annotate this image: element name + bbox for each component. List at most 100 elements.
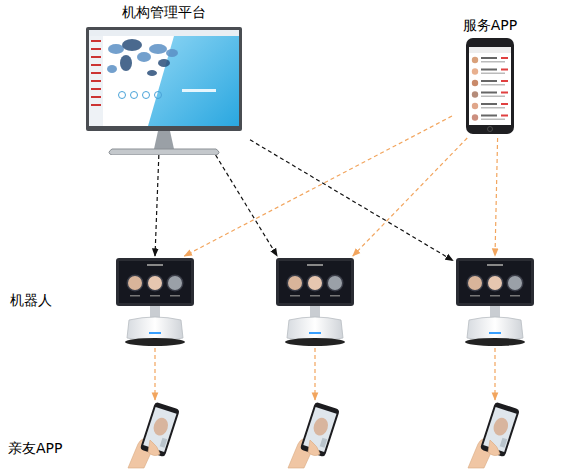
- list-avatar: [472, 91, 478, 97]
- face-ring: [127, 275, 144, 292]
- platform-monitor-art: [82, 23, 246, 155]
- face-name: [290, 295, 300, 297]
- menu-item: [91, 72, 101, 74]
- screen-title-bar: [147, 264, 163, 266]
- list-line: [481, 119, 505, 121]
- list-avatar: [472, 103, 478, 109]
- world-map: [158, 59, 170, 67]
- family-phone: [284, 400, 346, 470]
- phone-screen: [143, 407, 176, 452]
- dashed-arrow: [495, 138, 498, 256]
- video-self: [320, 438, 328, 448]
- list-avatar: [472, 114, 478, 120]
- phone-body: [300, 402, 340, 458]
- list-line: [481, 80, 497, 82]
- robot-light: [309, 332, 321, 334]
- phone-body: [140, 402, 180, 458]
- face-ring: [507, 275, 524, 292]
- robot-wheelbase: [465, 338, 525, 346]
- face-photo: [128, 276, 142, 290]
- family-phone-art: [124, 400, 186, 470]
- face-photo: [328, 276, 342, 290]
- list-line: [481, 57, 497, 59]
- face-photo: [468, 276, 482, 290]
- screen-text-line: [182, 89, 216, 92]
- screen-topbar: [89, 30, 239, 36]
- video-self: [500, 438, 508, 448]
- world-map: [108, 44, 124, 54]
- screen-sidebar: [89, 36, 103, 126]
- monitor-base: [109, 149, 219, 155]
- robot-body: [467, 317, 523, 341]
- face-photo: [488, 276, 502, 290]
- phone-header: [469, 47, 511, 53]
- dashed-arrow: [250, 140, 453, 261]
- face-photo: [168, 276, 182, 290]
- list-line: [481, 115, 497, 117]
- video-caller: [151, 416, 170, 437]
- dashed-arrow: [154, 348, 155, 400]
- list-line: [481, 61, 505, 63]
- face-name: [330, 295, 340, 297]
- robot-body: [127, 317, 183, 341]
- face-ring: [167, 275, 184, 292]
- family-phone-art: [464, 400, 526, 470]
- robot-screen: [459, 261, 531, 303]
- robot-art: [453, 256, 537, 348]
- face-photo: [148, 276, 162, 290]
- robot-neck: [310, 306, 320, 318]
- world-map: [137, 52, 151, 62]
- monitor-bezel: [86, 27, 242, 131]
- robot: [273, 256, 357, 348]
- robot-light: [489, 332, 501, 334]
- node-heading: 服务APP: [452, 16, 528, 34]
- list-line: [481, 103, 497, 105]
- robot-light: [149, 332, 161, 334]
- list-avatar: [472, 80, 478, 86]
- thumb: [148, 440, 160, 456]
- robot-neck: [150, 306, 160, 318]
- family-phone-art: [284, 400, 346, 470]
- list-tag: [501, 103, 508, 105]
- face-ring: [307, 275, 324, 292]
- robot-screen: [279, 261, 351, 303]
- phone-body: [480, 402, 520, 458]
- robot-wheelbase: [285, 338, 345, 346]
- family-phone: [464, 400, 526, 470]
- list-line: [481, 107, 505, 109]
- list-line: [481, 84, 505, 86]
- list-tag: [501, 115, 508, 117]
- phone-body: [466, 38, 514, 134]
- screen-icon: [143, 92, 150, 99]
- robot: [453, 256, 537, 348]
- list-tag: [501, 80, 508, 82]
- robot-art: [113, 256, 197, 348]
- list-line: [481, 69, 497, 71]
- list-line: [481, 92, 497, 94]
- face-name: [310, 295, 320, 297]
- robot-body: [287, 317, 343, 341]
- monitor-neck: [154, 131, 174, 149]
- dashed-arrow: [314, 348, 315, 400]
- node-heading: 机构管理平台: [78, 3, 250, 21]
- list-avatar: [472, 57, 478, 63]
- phone-screen: [483, 407, 516, 452]
- face-photo: [308, 276, 322, 290]
- phone-screen: [469, 47, 511, 125]
- face-name: [170, 295, 180, 297]
- face-ring: [147, 275, 164, 292]
- row-label: 亲友APP: [8, 439, 62, 457]
- world-map: [120, 55, 132, 71]
- menu-item: [91, 48, 101, 50]
- world-map: [107, 65, 117, 73]
- screen-icon: [155, 92, 162, 99]
- world-map: [122, 39, 142, 51]
- robot-screen: [119, 261, 191, 303]
- face-ring: [327, 275, 344, 292]
- menu-item: [91, 40, 101, 42]
- world-map: [166, 49, 178, 57]
- video-self: [160, 438, 168, 448]
- world-map: [147, 70, 157, 76]
- list-line: [481, 73, 505, 75]
- face-ring: [287, 275, 304, 292]
